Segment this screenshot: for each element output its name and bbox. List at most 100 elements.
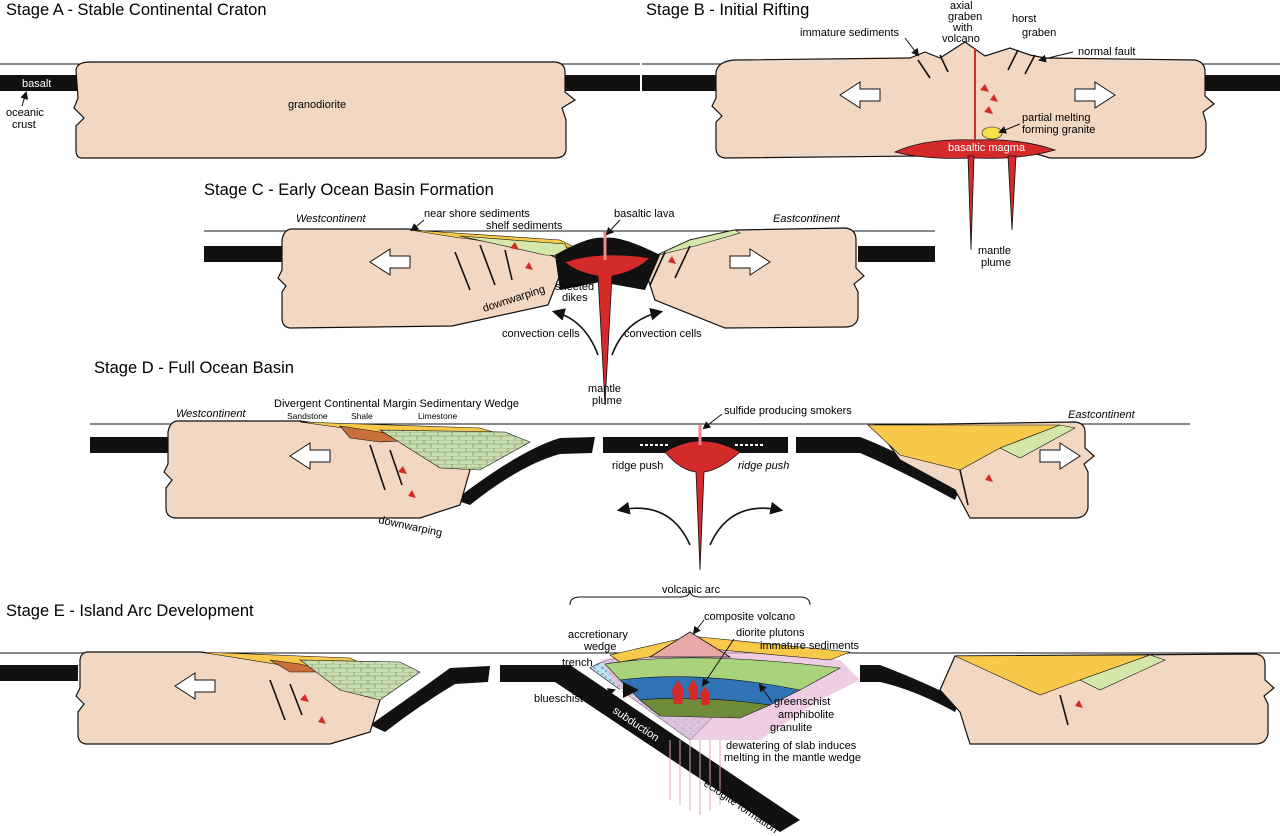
stage-c-title: Stage C - Early Ocean Basin Formation <box>204 181 494 199</box>
mantle-plume-stems <box>967 155 1017 251</box>
near-shore-pointer <box>410 219 425 232</box>
greenschist-pointer <box>758 683 773 703</box>
basaltic-magma-label: basaltic magma <box>948 142 1026 154</box>
rifting-continent <box>711 41 1215 159</box>
mantle-label: mantle <box>978 245 1011 257</box>
westcontinent-label: Westcontinent <box>176 408 246 420</box>
oceanic-crust-right <box>858 246 935 262</box>
magma-droplets <box>510 242 676 270</box>
stage-a: Stage A - Stable Continental Craton basa… <box>0 1 640 159</box>
shelf-label: shelf sediments <box>486 220 563 232</box>
oceanic-crust-left <box>642 75 724 91</box>
eastcontinent <box>644 227 865 329</box>
plume-label: plume <box>592 395 622 407</box>
convection-left-label: convection cells <box>502 328 580 340</box>
stage-c: Stage C - Early Ocean Basin Formation We… <box>204 181 935 407</box>
ocean-floor-west <box>455 437 595 505</box>
sulfide-smokers-label: sulfide producing smokers <box>724 405 852 417</box>
normal-faults <box>454 244 691 291</box>
normal-faults <box>917 49 1036 79</box>
stage-a-title: Stage A - Stable Continental Craton <box>6 1 267 19</box>
oceanic-crust-right <box>1202 75 1280 91</box>
oceanic-label: oceanic <box>6 107 44 119</box>
composite-volcano-label: composite volcano <box>704 611 795 623</box>
eastcontinent-label: Eastcontinent <box>773 213 841 225</box>
stage-b-title: Stage B - Initial Rifting <box>646 1 809 19</box>
basaltic-lava-label: basaltic lava <box>614 208 675 220</box>
axial-label-2: graben <box>948 11 982 23</box>
ridge-push-left-label: ridge push <box>612 460 663 472</box>
axial-label-1: axial <box>950 0 973 12</box>
mantle-plume <box>664 440 741 571</box>
westcontinent <box>277 228 566 329</box>
greenschist-label: greenschist <box>774 696 830 708</box>
stage-e: Stage E - Island Arc Development volcani… <box>0 584 1280 836</box>
amphibolite-label: amphibolite <box>778 709 834 721</box>
blueschist-label: blueschist <box>534 693 583 705</box>
extension-arrow-right <box>1074 81 1116 109</box>
granite-melt <box>981 126 1003 140</box>
granodiorite-label: granodiorite <box>288 99 346 111</box>
oceanic-crust-left <box>0 665 78 681</box>
immature-sediments-pointer <box>904 37 920 57</box>
near-shore-label: near shore sediments <box>424 208 530 220</box>
limestone-label: Limestone <box>418 411 457 421</box>
normal-faults <box>269 679 1069 726</box>
oceanic-crust-right <box>562 75 640 91</box>
eastcontinent-label: Eastcontinent <box>1068 409 1136 421</box>
stage-d-title: Stage D - Full Ocean Basin <box>94 359 294 377</box>
convection-arrow-left <box>616 501 691 546</box>
ocean-floor-east <box>860 665 960 712</box>
ocean-floor-east <box>796 437 960 500</box>
composite-volcano-pointer <box>692 619 705 635</box>
oceanic-crust-left <box>90 437 168 453</box>
sandstone-label: Sandstone <box>287 411 328 421</box>
east-shelf-layer <box>1079 654 1166 691</box>
dewatering-label-2: melting in the mantle wedge <box>724 752 861 764</box>
convection-arrow-right <box>709 501 784 546</box>
mantle-label: mantle <box>588 383 621 395</box>
dewatering-label-1: dewatering of slab induces <box>726 740 857 752</box>
shale-label: Shale <box>351 411 373 421</box>
slab-dewatering-lines <box>669 740 721 815</box>
crust-label: crust <box>12 119 36 131</box>
normal-faults <box>369 444 969 506</box>
wedge-title-label: Divergent Continental Margin Sedimentary… <box>274 398 519 410</box>
east-shelf-layer <box>999 424 1076 459</box>
extension-arrow-left <box>839 81 881 109</box>
east-sediment-wedge <box>867 424 1061 471</box>
immature-sediments-label: immature sediments <box>760 640 860 652</box>
craton-continent <box>73 61 577 159</box>
basalt-label: basalt <box>22 78 51 90</box>
limestone-layer <box>378 429 531 471</box>
convection-arrow-left <box>551 308 599 356</box>
stage-d: Stage D - Full Ocean Basin Westcontinent… <box>90 359 1190 571</box>
convection-arrow-right <box>611 307 664 356</box>
volcanic-arc-label: volcanic arc <box>662 584 721 596</box>
magma-droplets <box>980 84 998 114</box>
oceanic-crust-left <box>0 75 80 91</box>
sulfide-pointer <box>702 413 723 430</box>
plume-label: plume <box>981 257 1011 269</box>
drift-arrow-left <box>174 672 216 700</box>
diorite-plutons <box>672 679 710 705</box>
ridge-push-right-label: ridge push <box>738 460 789 472</box>
extension-arrow-left <box>369 248 411 276</box>
mantle-plume <box>564 254 651 406</box>
dikes-label: dikes <box>562 292 588 304</box>
granulite-zone <box>639 698 772 719</box>
trench-label: trench <box>562 657 593 669</box>
westcontinent <box>163 420 471 519</box>
drift-arrow-right <box>1039 442 1081 470</box>
westcontinent-label: Westcontinent <box>296 213 366 225</box>
diorite-plutons-label: diorite plutons <box>736 627 805 639</box>
diorite-plutons-pointer <box>701 638 735 687</box>
volcanic-arc-brace <box>569 589 811 606</box>
east-sediments <box>654 229 741 257</box>
composite-volcano <box>648 631 732 658</box>
stage-b: Stage B - Initial Rifting axial graben w… <box>642 0 1280 269</box>
extension-arrow-right <box>729 248 771 276</box>
limestone-layer <box>299 659 421 701</box>
normal-fault-label: normal fault <box>1078 46 1135 58</box>
partial-melting-label: partial melting <box>1022 112 1090 124</box>
